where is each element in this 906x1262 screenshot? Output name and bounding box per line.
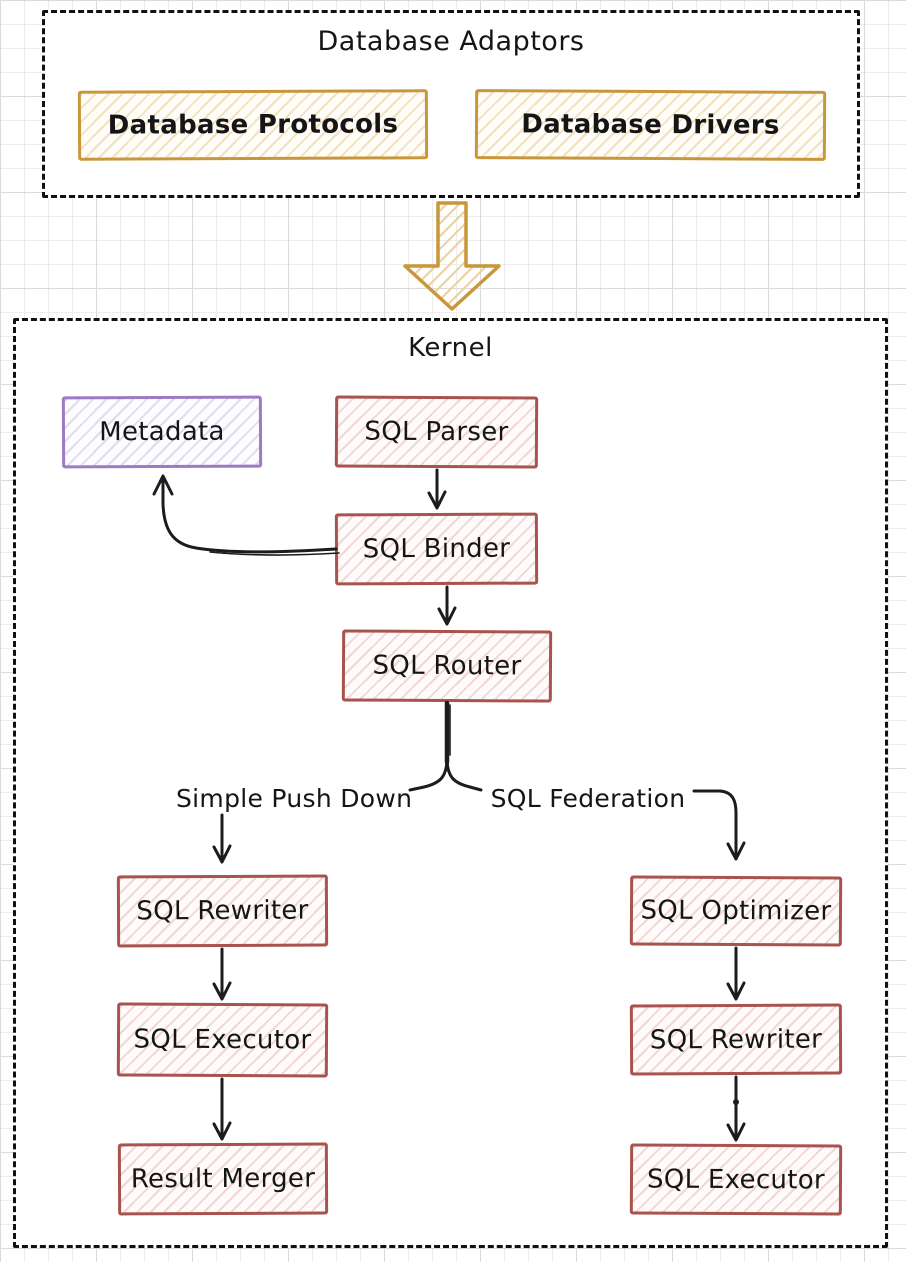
kernel-title: Kernel: [408, 333, 493, 363]
node-result-merger: Result Merger: [117, 1142, 329, 1216]
node-sql-executor-right: SQL Executor: [629, 1143, 843, 1216]
node-sql-optimizer: SQL Optimizer: [629, 875, 843, 947]
branch-label-simple-push-down: Simple Push Down: [176, 784, 413, 813]
node-sql-rewriter-left: SQL Rewriter: [116, 874, 329, 948]
node-metadata: Metadata: [61, 395, 263, 469]
node-sql-router: SQL Router: [341, 629, 553, 703]
adaptors-to-kernel-arrow: [403, 201, 501, 311]
node-sql-parser: SQL Parser: [334, 395, 539, 469]
node-database-drivers: Database Drivers: [474, 89, 827, 161]
database-adaptors-title: Database Adaptors: [317, 26, 585, 57]
node-database-protocols: Database Protocols: [77, 89, 429, 161]
node-sql-binder: SQL Binder: [334, 512, 539, 586]
branch-label-sql-federation: SQL Federation: [490, 784, 686, 813]
node-sql-rewriter-right: SQL Rewriter: [629, 1003, 843, 1076]
node-sql-executor-left: SQL Executor: [116, 1002, 329, 1078]
